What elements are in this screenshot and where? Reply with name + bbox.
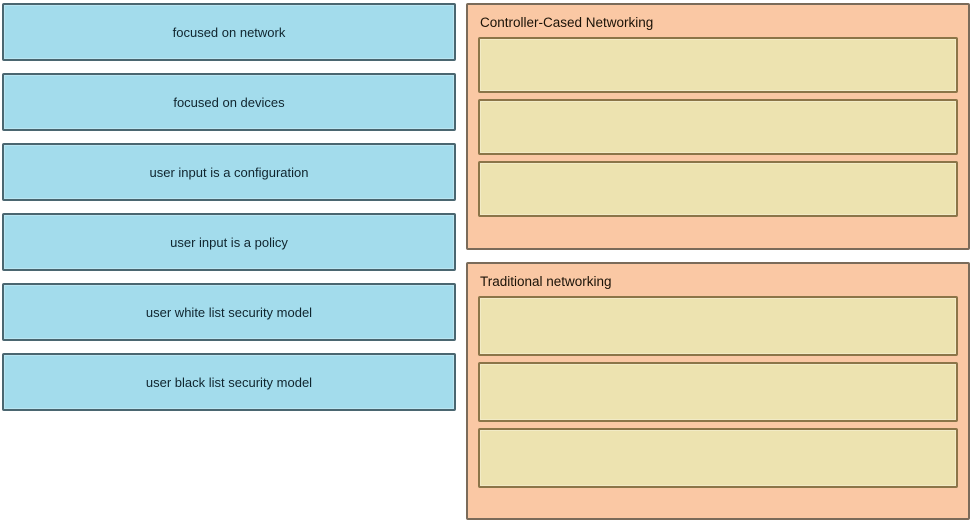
dropzone-stack bbox=[478, 36, 958, 217]
drag-item-user-black-list-security-model[interactable]: user black list security model bbox=[2, 353, 456, 411]
drag-item-label: user input is a policy bbox=[170, 234, 288, 250]
drag-item-label: user input is a configuration bbox=[149, 164, 309, 180]
dropzone-controller-3[interactable] bbox=[478, 160, 958, 217]
panel-title: Traditional networking bbox=[480, 274, 612, 289]
drag-item-label: user white list security model bbox=[145, 304, 313, 320]
panel-title: Controller-Cased Networking bbox=[480, 15, 654, 30]
dropzone-traditional-3[interactable] bbox=[478, 427, 958, 488]
drag-item-label: focused on devices bbox=[173, 94, 285, 110]
drag-item-user-input-is-a-configuration[interactable]: user input is a configuration bbox=[2, 143, 456, 201]
dropzone-controller-2[interactable] bbox=[478, 98, 958, 155]
dropzone-traditional-1[interactable] bbox=[478, 295, 958, 356]
drag-item-user-white-list-security-model[interactable]: user white list security model bbox=[2, 283, 456, 341]
drag-item-label: user black list security model bbox=[145, 374, 313, 390]
drag-item-focused-on-devices[interactable]: focused on devices bbox=[2, 73, 456, 131]
drag-item-label: focused on network bbox=[172, 24, 286, 40]
dropzone-stack bbox=[478, 295, 958, 488]
draggable-options-list: focused on network focused on devices us… bbox=[2, 3, 456, 411]
target-panel-controller-based-networking: Controller-Cased Networking bbox=[466, 3, 970, 250]
drag-item-focused-on-network[interactable]: focused on network bbox=[2, 3, 456, 61]
dropzone-controller-1[interactable] bbox=[478, 36, 958, 93]
dropzone-traditional-2[interactable] bbox=[478, 361, 958, 422]
drag-item-user-input-is-a-policy[interactable]: user input is a policy bbox=[2, 213, 456, 271]
target-panel-traditional-networking: Traditional networking bbox=[466, 262, 970, 520]
